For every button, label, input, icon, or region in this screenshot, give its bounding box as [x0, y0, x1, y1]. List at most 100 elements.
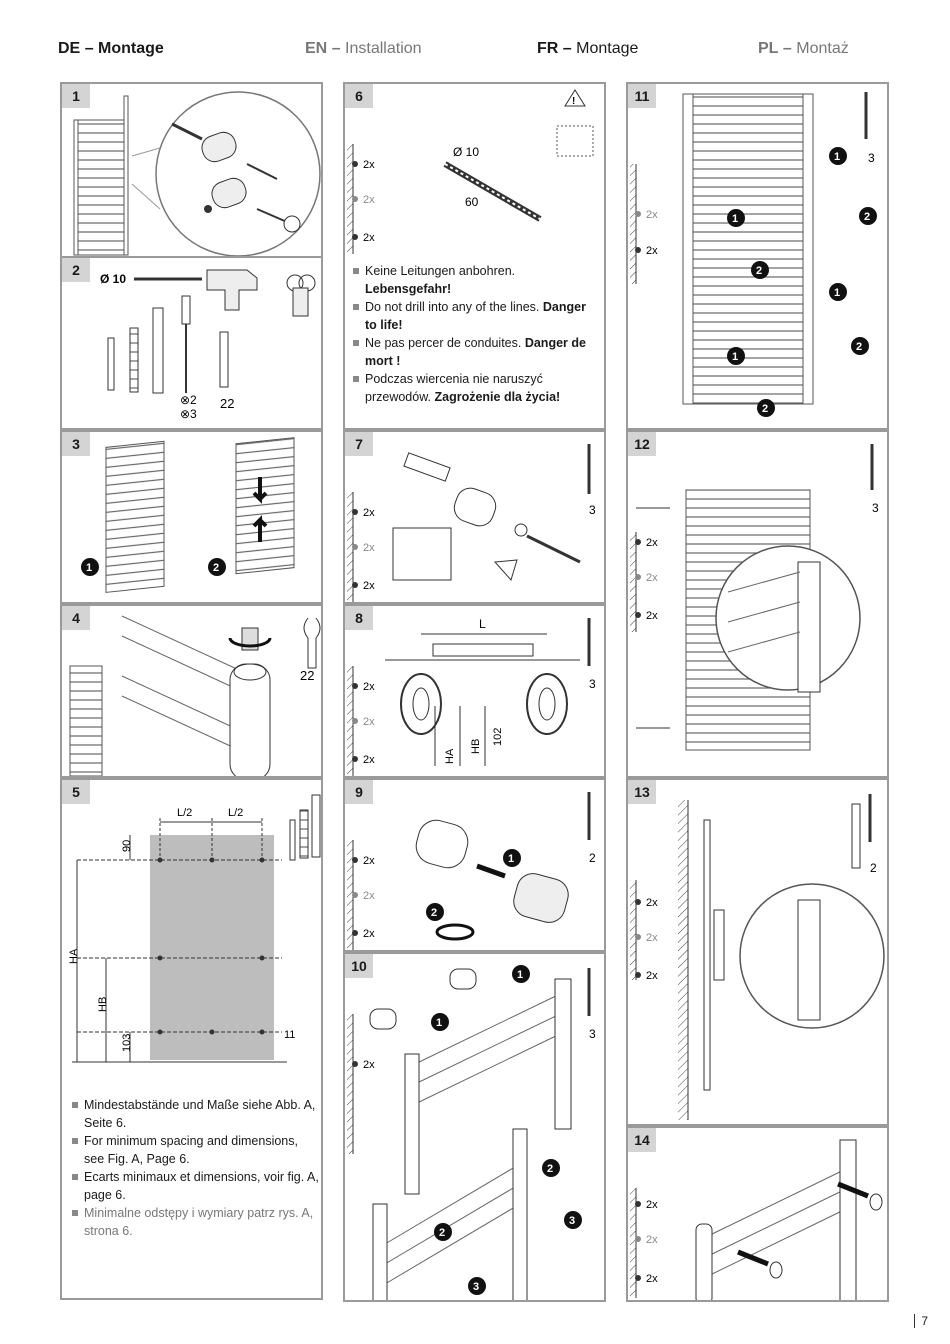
count-2x: 2x	[646, 970, 658, 982]
count-2x: 2x	[363, 159, 375, 171]
screwdriver-size: 3	[589, 1027, 596, 1041]
warning-en: Do not drill into any of the lines. Dang…	[351, 298, 599, 334]
callout-2: 2	[213, 562, 219, 574]
step-number: 2	[62, 258, 90, 282]
svg-text:!: !	[572, 96, 575, 107]
step-8-illustration: 2x 2x 2x L HA HB 102 3	[347, 617, 596, 776]
warning-emphasis: Danger de mort !	[365, 336, 586, 368]
step-10-illustration: 2x 1 1 2 3 2 3 3	[347, 965, 596, 1300]
step-number: 3	[62, 432, 90, 456]
step-8-panel: 8 2x 2x 2x L HA HB 102 3	[343, 604, 606, 778]
note-pl: Minimalne odstępy i wymiary patrz rys. A…	[70, 1204, 320, 1240]
warning-pl: Podczas wiercenia nie naruszyć przewodów…	[351, 370, 599, 406]
length-label: L	[479, 617, 486, 631]
step-number: 9	[345, 780, 373, 804]
warning-text: Podczas wiercenia nie naruszyć przewodów…	[365, 372, 543, 404]
tool-count-3: ⊗3	[180, 407, 197, 421]
step-number: 4	[62, 606, 90, 630]
step-4-illustration: 22	[69, 615, 321, 776]
step-12-panel: 12 2x 2x 2x 3	[626, 430, 889, 778]
count-2x: 2x	[646, 245, 658, 257]
callout-3: 3	[473, 1281, 479, 1293]
wrench-size-label: 22	[300, 668, 314, 683]
wrench-size-label: 22	[220, 396, 234, 411]
step-7-illustration: 2x 2x 2x 3	[347, 444, 596, 602]
step-11-panel: 11 2x 2x 1 2 1 2 1 2 1 2 3	[626, 82, 889, 430]
count-2x: 2x	[646, 610, 658, 622]
count-2x: 2x	[363, 681, 375, 693]
header-fr-code: FR	[537, 40, 559, 57]
callout-1: 1	[732, 351, 738, 363]
note-fr: Ecarts minimaux et dimensions, voir fig.…	[70, 1168, 320, 1204]
count-2x: 2x	[646, 209, 658, 221]
step-number: 14	[628, 1128, 656, 1152]
callout-2: 2	[762, 403, 768, 415]
header-pl: PL – Montaż	[758, 40, 849, 57]
step-10-panel: 10 2x 1 1 2 3 2 3 3	[343, 952, 606, 1302]
count-2x: 2x	[646, 897, 658, 909]
hb-label: HB	[97, 997, 109, 1012]
dim-11-label: 11	[284, 1029, 295, 1041]
count-2x: 2x	[646, 572, 658, 584]
header-de-label: Montage	[98, 40, 164, 57]
count-2x: 2x	[363, 507, 375, 519]
tool-count-2: ⊗2	[180, 393, 197, 407]
header-en-code: EN	[305, 40, 328, 57]
callout-2: 2	[547, 1163, 553, 1175]
count-2x: 2x	[363, 194, 375, 206]
dim-102-label: 102	[492, 728, 504, 746]
header-pl-code: PL	[758, 40, 779, 57]
step-2-panel: 2 Ø 10 ⊗2 ⊗3 22	[60, 256, 323, 430]
page-number: 7	[914, 1314, 928, 1328]
callout-1: 1	[834, 151, 840, 163]
dim-90-label: 90	[121, 840, 133, 852]
count-2x: 2x	[646, 537, 658, 549]
step-number: 1	[62, 84, 90, 108]
screwdriver-size: 3	[868, 151, 875, 165]
count-2x: 2x	[363, 855, 375, 867]
count-2x: 2x	[646, 932, 658, 944]
callout-1: 1	[834, 287, 840, 299]
step-number: 13	[628, 780, 656, 804]
count-2x: 2x	[646, 1273, 658, 1285]
warning-emphasis: Danger to life!	[365, 300, 586, 332]
screwdriver-size: 3	[589, 677, 596, 691]
step-number: 12	[628, 432, 656, 456]
step-5-notes: Mindestabstände und Maße siehe Abb. A, S…	[70, 1096, 320, 1240]
header-de: DE – Montage	[58, 40, 164, 57]
step-11-illustration: 2x 2x 1 2 1 2 1 2 1 2 3	[630, 92, 877, 417]
step-9-panel: 9 2x 2x 2x 1 2 2	[343, 778, 606, 952]
step-13-panel: 13 2x 2x 2x 2	[626, 778, 889, 1126]
step-number: 11	[628, 84, 656, 108]
callout-2: 2	[756, 265, 762, 277]
hb-label: HB	[470, 739, 482, 754]
step-number: 8	[345, 606, 373, 630]
warning-emphasis: Lebensgefahr!	[365, 282, 452, 296]
step-14-panel: 14 2x 2x 2x	[626, 1126, 889, 1302]
count-2x: 2x	[363, 754, 375, 766]
header-fr: FR – Montage	[537, 40, 639, 57]
step-6-warnings: Keine Leitungen anbohren. Lebensgefahr! …	[351, 262, 599, 406]
step-number: 7	[345, 432, 373, 456]
step-5-illustration: L/2 L/2 HA HB 90 103 11	[68, 794, 321, 1063]
callout-2: 2	[864, 211, 870, 223]
screwdriver-size: 3	[589, 503, 596, 517]
screwdriver-size: 2	[870, 861, 877, 875]
header-pl-label: Montaż	[796, 40, 849, 57]
callout-1: 1	[86, 562, 92, 574]
dim-103-label: 103	[121, 1034, 133, 1052]
callout-1: 1	[517, 969, 523, 981]
warning-text: Keine Leitungen anbohren.	[365, 264, 516, 278]
warning-text: Do not drill into any of the lines.	[365, 300, 543, 314]
callout-2: 2	[439, 1227, 445, 1239]
warning-de: Keine Leitungen anbohren. Lebensgefahr!	[351, 262, 599, 298]
screwdriver-size: 2	[589, 851, 596, 865]
l-half-label: L/2	[177, 807, 192, 819]
callout-3: 3	[569, 1215, 575, 1227]
count-2x: 2x	[363, 1059, 375, 1071]
count-2x: 2x	[363, 890, 375, 902]
step-number: 6	[345, 84, 373, 108]
note-en: For minimum spacing and dimensions, see …	[70, 1132, 320, 1168]
step-14-illustration: 2x 2x 2x	[630, 1139, 883, 1300]
warning-emphasis: Zagrożenie dla życia!	[434, 390, 561, 404]
